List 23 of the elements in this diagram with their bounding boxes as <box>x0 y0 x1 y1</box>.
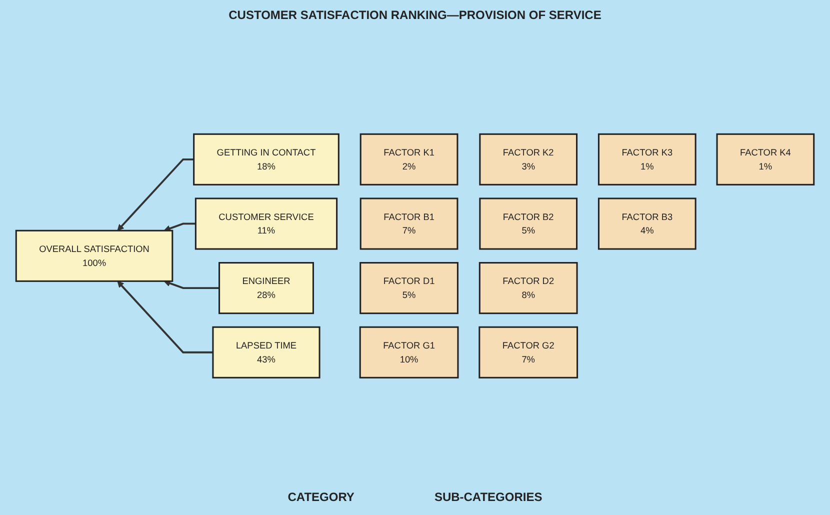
category-box: OVERALL SATISFACTION 100% <box>15 229 174 282</box>
arrow <box>164 280 220 289</box>
category-box: FACTOR G2 7% <box>478 326 578 378</box>
category-box: FACTOR B3 4% <box>598 197 696 250</box>
category-box: FACTOR K3 1% <box>598 132 696 186</box>
category-box: FACTOR K4 1% <box>716 132 815 186</box>
diagram-title: CUSTOMER SATISFACTION RANKING—PROVISION OF SERVICE <box>228 8 602 22</box>
category-box: GETTING IN CONTACT 18% <box>193 132 340 186</box>
arrow <box>117 280 213 353</box>
category-box: LAPSED TIME 43% <box>212 326 320 378</box>
arrow <box>164 222 196 232</box>
category-box: FACTOR D2 8% <box>478 262 578 314</box>
category-box: FACTOR K2 3% <box>479 132 578 186</box>
arrow <box>117 158 194 231</box>
column-label: CATEGORY <box>288 490 354 504</box>
category-box: CUSTOMER SERVICE 11% <box>194 197 338 250</box>
column-label: SUB-CATEGORIES <box>434 490 542 504</box>
category-box: ENGINEER 28% <box>218 262 314 314</box>
category-box: FACTOR D1 5% <box>360 262 458 314</box>
category-box: FACTOR K1 2% <box>360 132 458 186</box>
category-box: FACTOR B1 7% <box>360 197 458 250</box>
category-box: FACTOR B2 5% <box>479 197 578 250</box>
category-box: FACTOR G1 10% <box>359 326 459 378</box>
